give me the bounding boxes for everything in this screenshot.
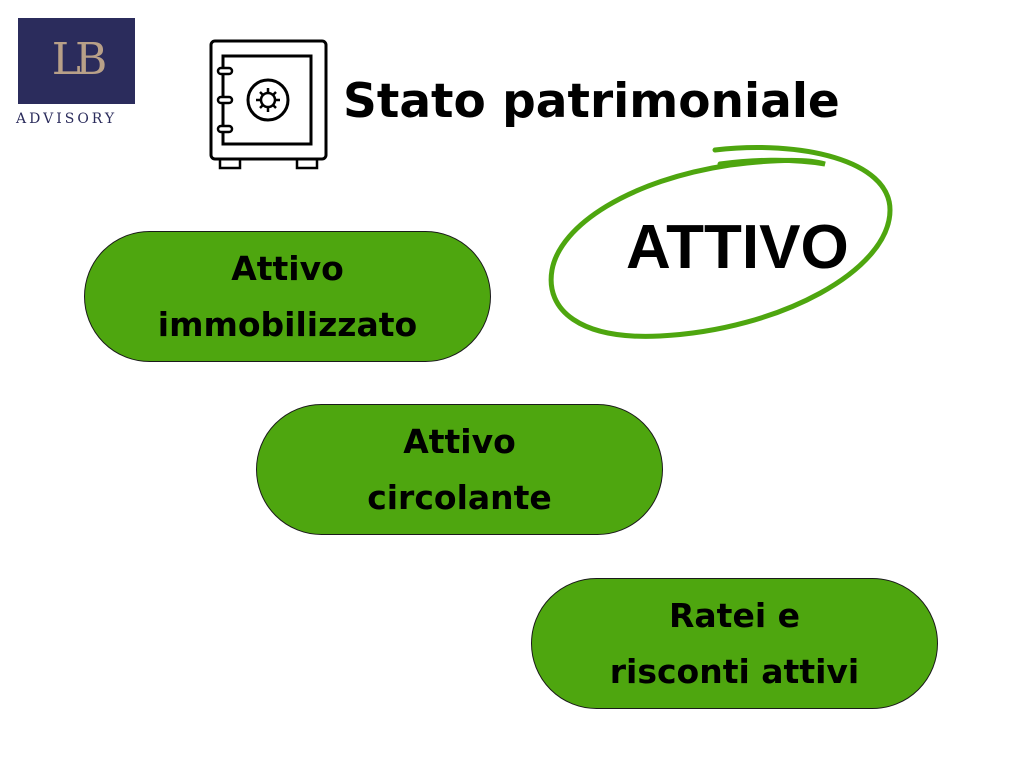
pill-line1: Attivo (403, 421, 516, 461)
pill-line2: immobilizzato (157, 304, 418, 344)
logo: LB (18, 18, 135, 104)
pill-line1: Ratei e (668, 595, 801, 635)
pill-line1: Attivo (231, 248, 344, 288)
attivo-circolante-pill: Attivo circolante (256, 404, 663, 535)
ratei-risconti-pill: Ratei e risconti attivi (531, 578, 938, 709)
circle-highlight (548, 145, 893, 339)
page-title: Stato patrimoniale (343, 74, 840, 129)
pill-line2: risconti attivi (609, 651, 860, 691)
logo-text: ADVISORY (16, 111, 118, 127)
attivo-immobilizzato-pill: Attivo immobilizzato (84, 231, 491, 362)
logo-letters: LB (51, 34, 108, 85)
pill-line2: circolante (367, 477, 552, 517)
attivo-heading: ATTIVO (626, 213, 849, 282)
safe-icon (209, 39, 328, 170)
